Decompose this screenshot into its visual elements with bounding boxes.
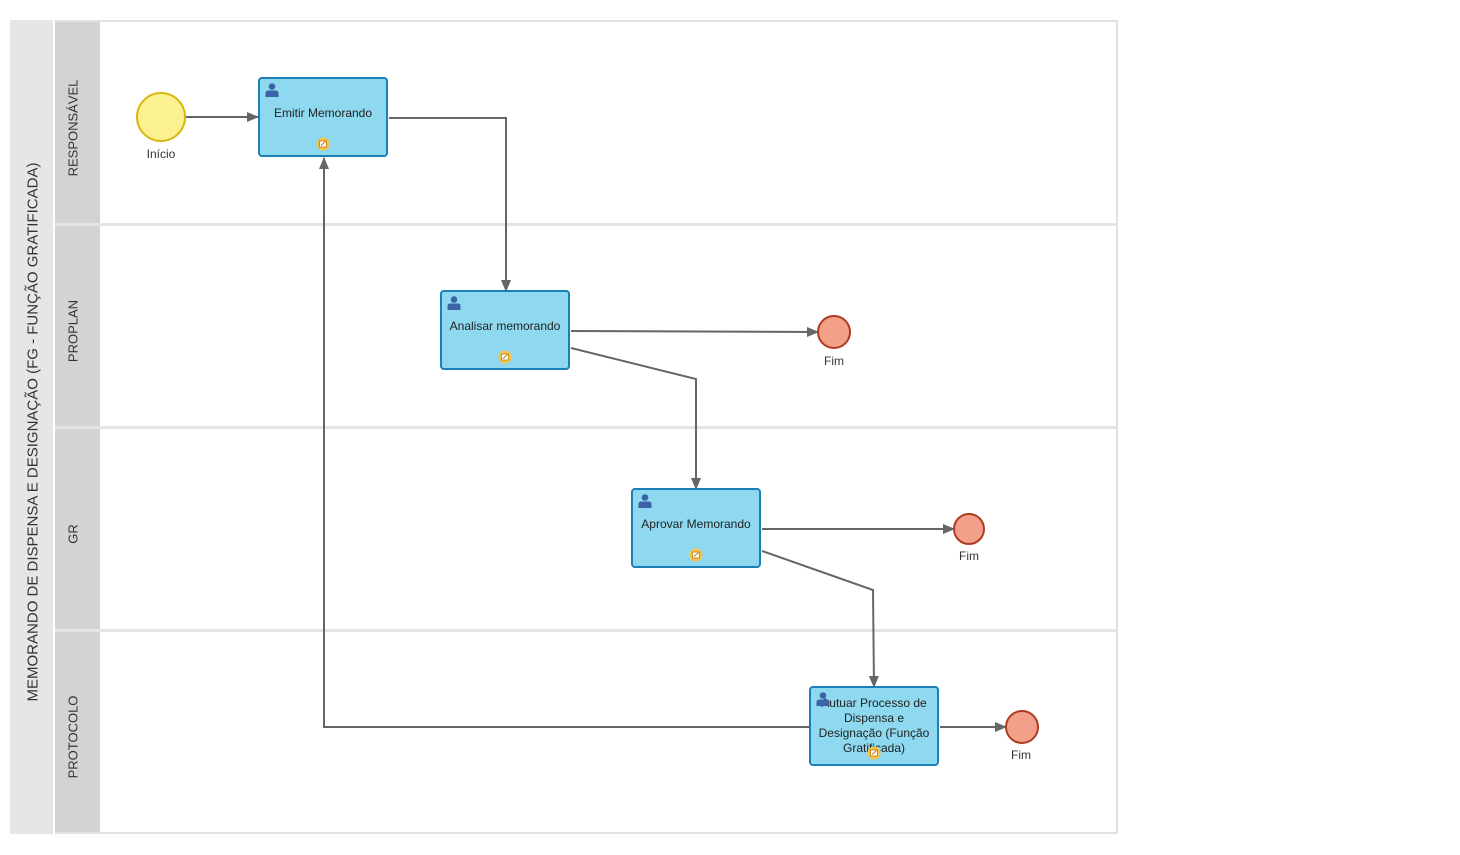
end-event-label: Fim bbox=[959, 549, 979, 563]
form-icon bbox=[867, 746, 881, 760]
start-event[interactable] bbox=[136, 92, 186, 142]
lane-header-proplan bbox=[55, 226, 100, 426]
end-event-proplan[interactable] bbox=[817, 315, 851, 349]
end-event-gr[interactable] bbox=[953, 513, 985, 545]
task-autuar-processo[interactable]: Autuar Processo de Dispensa e Designação… bbox=[809, 686, 939, 766]
flow-emitir-analisar[interactable] bbox=[389, 117, 511, 292]
task-emitir-memorando[interactable]: Emitir Memorando bbox=[258, 77, 388, 157]
pool-header bbox=[10, 20, 55, 834]
end-event-label: Fim bbox=[824, 354, 844, 368]
task-analisar-memorando[interactable]: Analisar memorando bbox=[440, 290, 570, 370]
lane-divider bbox=[55, 629, 1116, 632]
form-icon bbox=[498, 350, 512, 364]
user-icon bbox=[638, 494, 652, 508]
task-label: Emitir Memorando bbox=[273, 105, 373, 120]
task-label: Aprovar Memorando bbox=[641, 516, 751, 531]
user-icon bbox=[447, 296, 461, 310]
lane-header-gr bbox=[55, 429, 100, 629]
lane-divider bbox=[55, 426, 1116, 429]
user-icon bbox=[816, 692, 830, 706]
flow-analisar-aprovar[interactable] bbox=[570, 347, 701, 490]
flow-aprovar-autuar[interactable] bbox=[761, 550, 879, 688]
lane-divider bbox=[55, 223, 1116, 226]
task-label: Analisar memorando bbox=[449, 318, 561, 333]
lane-header-protocolo bbox=[55, 632, 100, 832]
end-event-label: Fim bbox=[1011, 748, 1031, 762]
start-event-label: Início bbox=[146, 147, 176, 161]
end-event-protocolo[interactable] bbox=[1005, 710, 1039, 744]
user-icon bbox=[265, 83, 279, 97]
task-aprovar-memorando[interactable]: Aprovar Memorando bbox=[631, 488, 761, 568]
flow-analisar-fim[interactable] bbox=[570, 326, 819, 337]
form-icon bbox=[316, 137, 330, 151]
flow-autuar-emitir[interactable] bbox=[319, 157, 810, 728]
form-icon bbox=[689, 548, 703, 562]
lane-header-responsavel bbox=[55, 22, 100, 223]
